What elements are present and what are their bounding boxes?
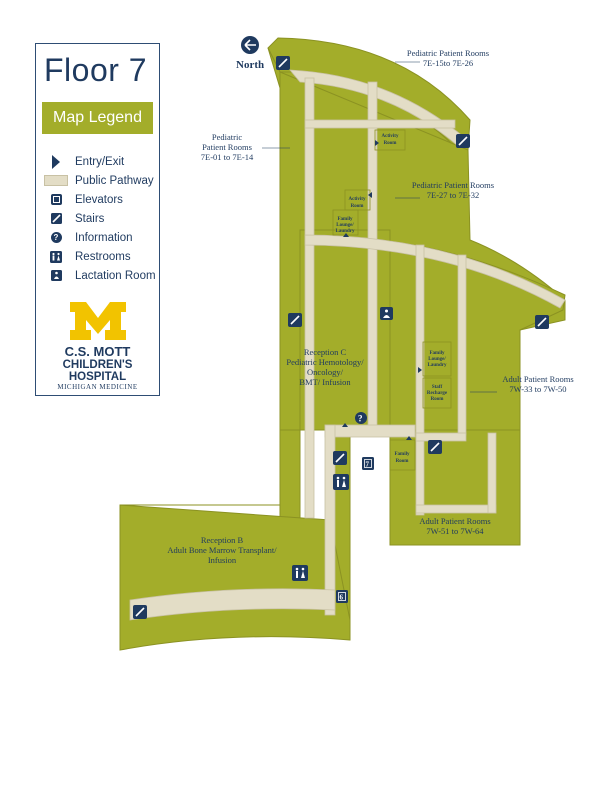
stairs-icon	[456, 134, 470, 148]
stairs-icon	[44, 213, 68, 224]
legend-label: Elevators	[75, 193, 123, 206]
restroom-icon	[333, 474, 349, 490]
stairs-icon	[276, 56, 290, 70]
logo-line-1: C.S. MOTT	[64, 344, 131, 359]
restroom-icon	[44, 250, 68, 263]
logo-line-3: MICHIGAN MEDICINE	[57, 382, 138, 391]
entry-exit-icon	[375, 140, 379, 146]
legend-label: Restrooms	[75, 250, 131, 263]
block-m-logo	[69, 302, 126, 340]
floor-title: Floor 7	[44, 52, 148, 88]
logo-line-2: CHILDREN'S HOSPITAL	[62, 358, 133, 383]
legend-heading: Map Legend	[42, 102, 153, 134]
map-legend: Floor 7 Map Legend Entry/Exit Public Pat…	[35, 43, 160, 396]
north-label: North	[236, 59, 264, 71]
legend-item-pathway: Public Pathway	[44, 171, 156, 190]
stairs-icons	[133, 56, 549, 619]
legend-item-information: ? Information	[44, 228, 156, 247]
elevator-icon	[44, 194, 68, 205]
room-outlines	[332, 129, 452, 471]
entry-exit-icon	[44, 154, 68, 169]
entry-exit-icon	[418, 367, 422, 373]
stairs-icon	[428, 440, 442, 454]
legend-label: Stairs	[75, 212, 105, 225]
information-icon: ?	[44, 232, 68, 243]
entry-exit-icon	[368, 192, 372, 198]
legend-item-elevators: Elevators	[44, 190, 156, 209]
legend-item-restrooms: Restrooms	[44, 247, 156, 266]
elevator-number-lower: 6	[340, 594, 344, 602]
public-pathway-swatch	[44, 175, 68, 186]
lactation-room-icon	[44, 270, 68, 281]
stairs-icon	[535, 315, 549, 329]
legend-label: Information	[75, 231, 133, 244]
public-pathway	[129, 69, 566, 621]
elevator-number-upper: 7	[366, 461, 370, 469]
entry-exit-icon	[343, 233, 349, 237]
restroom-icon	[292, 565, 308, 581]
stairs-icon	[288, 313, 302, 327]
information-icon: ?	[355, 412, 367, 424]
svg-text:?: ?	[358, 414, 363, 424]
legend-label: Public Pathway	[75, 174, 154, 187]
leader-lines	[262, 61, 497, 393]
elevator-icon: 7	[362, 457, 374, 470]
elevator-icon: 6	[336, 590, 348, 603]
entry-exit-icon	[342, 423, 348, 427]
entry-exit-icon	[406, 436, 412, 440]
legend-label: Entry/Exit	[75, 155, 125, 168]
legend-item-entry: Entry/Exit	[44, 152, 156, 171]
legend-label: Lactation Room	[75, 269, 156, 282]
legend-item-lactation: Lactation Room	[44, 266, 156, 285]
legend-item-stairs: Stairs	[44, 209, 156, 228]
building-footprint	[119, 37, 566, 651]
stairs-icon	[133, 605, 147, 619]
hospital-logo: C.S. MOTT CHILDREN'S HOSPITAL MICHIGAN M…	[36, 300, 159, 391]
north-compass: North	[236, 36, 264, 71]
legend-list: Entry/Exit Public Pathway Elevators Stai…	[44, 152, 156, 285]
stairs-icon	[333, 451, 347, 465]
entry-exit-icons	[342, 140, 422, 440]
lactation-room-icon	[380, 307, 393, 320]
